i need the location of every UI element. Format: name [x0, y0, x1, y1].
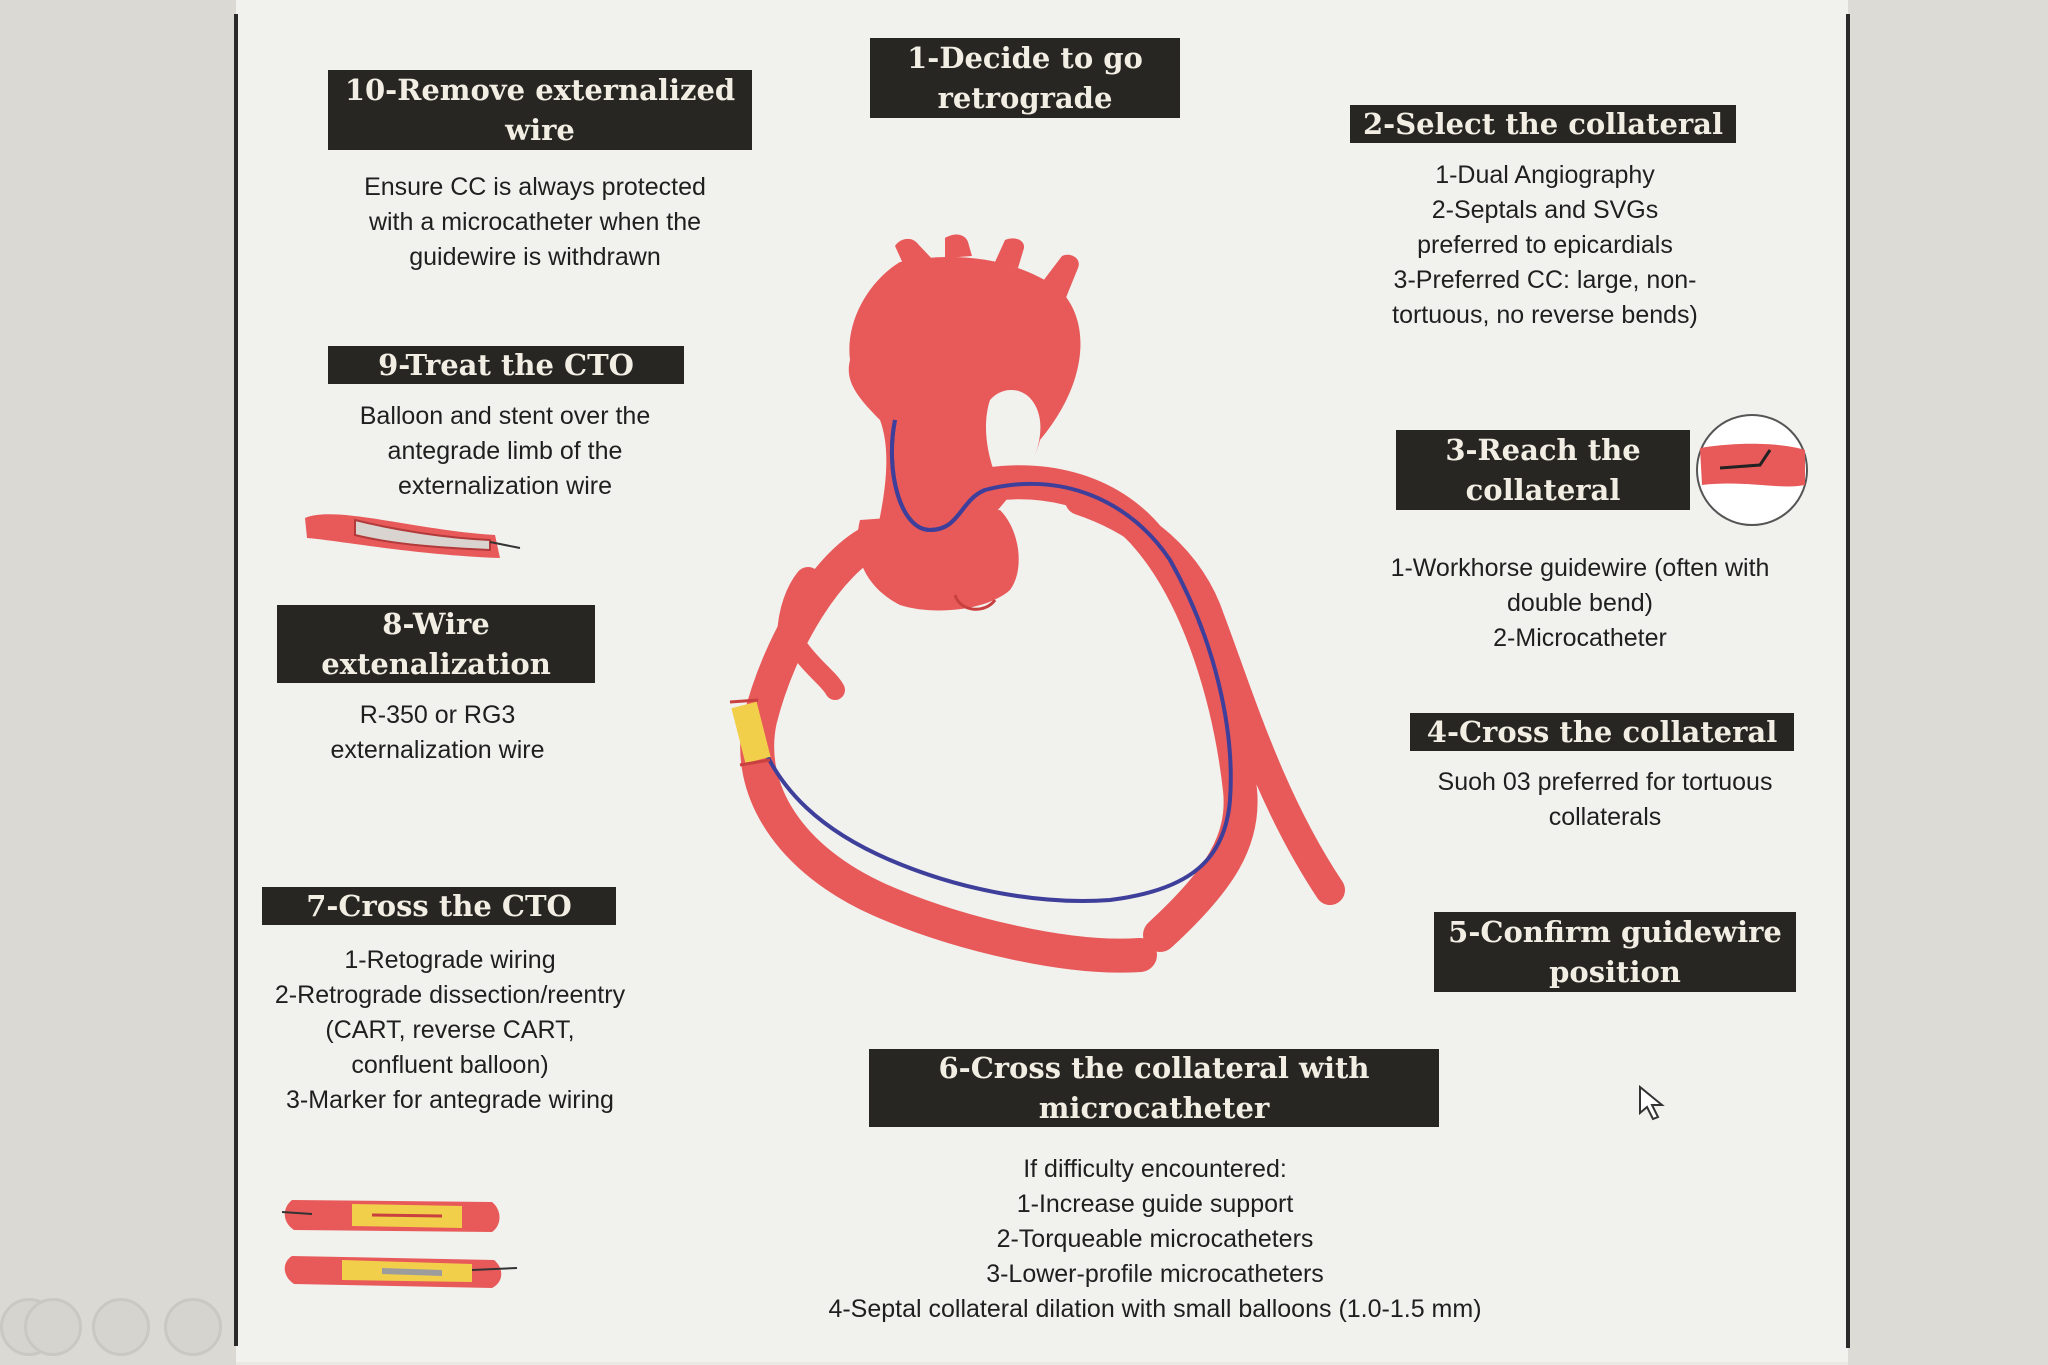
step-4-line-1: 4-Cross the collateral — [1426, 715, 1778, 749]
step-7-line-1: 7-Cross the CTO — [306, 889, 572, 923]
step-1-label: 1-Decide to go retrograde — [870, 38, 1180, 118]
step-9-label: 9-Treat the CTO — [328, 346, 684, 384]
camera-icon[interactable] — [24, 1298, 82, 1356]
step-8-line-2: extenalization — [321, 647, 551, 681]
left-rule — [234, 14, 238, 1346]
stent-balloon-icon — [305, 514, 521, 558]
stent-balloon-icon — [281, 1200, 518, 1288]
step-10-label: 10-Remove externalized wire — [328, 70, 752, 150]
step-9-line-1: 9-Treat the CTO — [378, 348, 634, 382]
step-3-line-1: 3-Reach the — [1445, 433, 1641, 467]
step-8-description: R-350 or RG3 externalization wire — [330, 701, 545, 764]
step-6-line-2: microcatheter — [1038, 1091, 1270, 1125]
step-7-description: 1-Retograde wiring 2-Retrograde dissecti… — [274, 946, 626, 1114]
step-1-line-1: 1-Decide to go — [907, 41, 1143, 75]
step-5-line-1: 5-Confirm guidewire — [1448, 915, 1782, 949]
angled-wire-inset-icon — [1696, 414, 1808, 526]
step-2-description: 1-Dual Angiography 2-Septals and SVGs pr… — [1392, 161, 1698, 329]
step-4-description: Suoh 03 preferred for tortuous collatera… — [1437, 768, 1773, 831]
coronary-arteries — [729, 419, 1345, 973]
step-4-label: 4-Cross the collateral — [1410, 713, 1794, 751]
left-margin — [0, 0, 236, 1365]
step-1-line-2: retrograde — [937, 81, 1113, 115]
right-rule — [1846, 14, 1850, 1348]
step-8-line-1: 8-Wire — [382, 607, 490, 641]
step-10-line-1: 10-Remove externalized — [344, 73, 736, 107]
step-2-label: 2-Select the collateral — [1350, 105, 1736, 143]
mouse-cursor-icon — [1639, 1085, 1665, 1121]
step-3-label: 3-Reach the collateral — [1396, 430, 1690, 510]
step-6-label: 6-Cross the collateral with microcathete… — [869, 1049, 1439, 1127]
step-7-label: 7-Cross the CTO — [262, 887, 616, 925]
step-5-line-2: position — [1549, 955, 1681, 989]
step-9-description: Balloon and stent over the antegrade lim… — [359, 402, 651, 500]
step-10-line-2: wire — [505, 113, 575, 147]
zoom-icon[interactable] — [92, 1298, 150, 1356]
step-6-description: If difficulty encountered: 1-Increase gu… — [828, 1155, 1482, 1323]
step-6-line-1: 6-Cross the collateral with — [938, 1051, 1370, 1085]
step-10-description: Ensure CC is always protected with a mic… — [364, 173, 706, 271]
step-3-description: 1-Workhorse guidewire (often with double… — [1390, 554, 1770, 652]
step-2-line-1: 2-Select the collateral — [1362, 107, 1723, 141]
step-5-label: 5-Confirm guidewire position — [1434, 912, 1796, 992]
step-3-line-2: collateral — [1465, 473, 1621, 507]
step-8-label: 8-Wire extenalization — [277, 605, 595, 683]
more-icon[interactable] — [164, 1298, 222, 1356]
right-margin — [1848, 0, 2048, 1365]
